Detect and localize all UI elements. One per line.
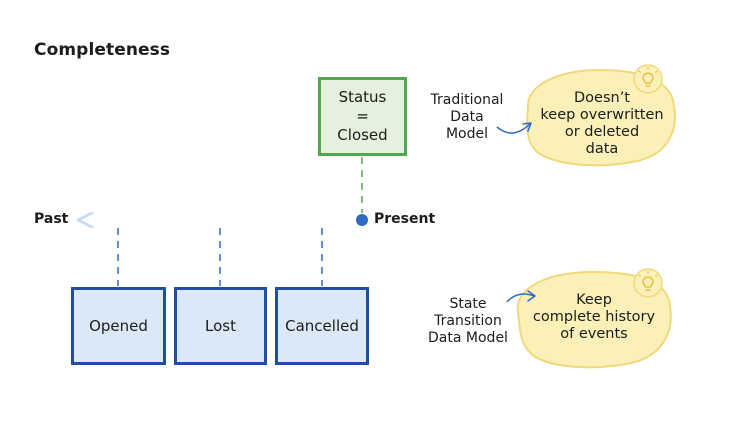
event-connectors xyxy=(117,228,323,286)
arrow-icon xyxy=(506,290,536,303)
lightbulb-icon xyxy=(633,268,663,298)
event-box-cancelled: Cancelled xyxy=(275,287,369,365)
present-label: Present xyxy=(374,211,436,227)
bubble-traditional xyxy=(526,64,676,167)
bubble-state-transition xyxy=(516,268,672,369)
state-transition-bubble-text: Keep complete history of events xyxy=(532,292,656,342)
timeline xyxy=(76,211,368,229)
event-box-opened: Opened xyxy=(71,287,166,365)
past-label: Past xyxy=(34,211,69,227)
traditional-bubble-text: Doesn’t keep overwritten or deleted data xyxy=(540,90,664,157)
arrow-icon xyxy=(496,122,532,134)
page-title: Completeness xyxy=(34,40,171,60)
traditional-model-label: Traditional Data Model xyxy=(430,92,504,142)
event-box-lost: Lost xyxy=(174,287,267,365)
timeline-arrow-icon xyxy=(76,211,94,229)
lightbulb-icon xyxy=(633,64,663,94)
state-transition-model-label: State Transition Data Model xyxy=(428,296,508,346)
present-marker xyxy=(356,214,368,226)
status-box: Status = Closed xyxy=(318,77,407,156)
